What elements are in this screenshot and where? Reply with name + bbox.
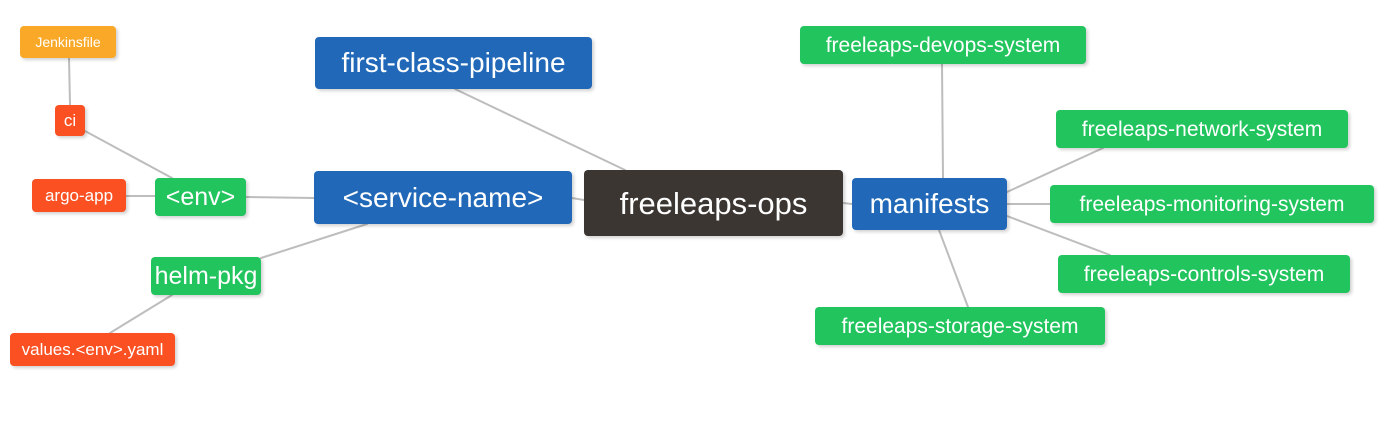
node-label-manifests: manifests xyxy=(869,188,990,219)
edge-helm-pkg-to-values-env-yaml xyxy=(109,294,173,334)
node-label-argo-app: argo-app xyxy=(44,186,114,205)
node-label-helm-pkg: helm-pkg xyxy=(154,261,258,290)
edge-service-name-to-freeleaps-ops xyxy=(571,197,585,201)
node-values-env-yaml[interactable]: values.<env>.yaml xyxy=(10,333,175,366)
node-manifests[interactable]: manifests xyxy=(852,178,1007,230)
node-freeleaps-monitoring-system[interactable]: freeleaps-monitoring-system xyxy=(1050,185,1374,223)
node-label-env: <env> xyxy=(165,182,236,211)
node-label-freeleaps-storage-system: freeleaps-storage-system xyxy=(841,314,1079,338)
edge-service-name-to-helm-pkg xyxy=(260,223,368,259)
node-label-ci: ci xyxy=(63,111,77,130)
node-ci[interactable]: ci xyxy=(55,105,85,136)
node-label-freeleaps-controls-system: freeleaps-controls-system xyxy=(1083,262,1325,286)
edge-env-to-service-name xyxy=(245,196,315,199)
node-freeleaps-network-system[interactable]: freeleaps-network-system xyxy=(1056,110,1348,148)
node-label-freeleaps-monitoring-system: freeleaps-monitoring-system xyxy=(1079,192,1345,216)
node-label-first-class-pipeline: first-class-pipeline xyxy=(341,47,566,78)
node-label-freeleaps-network-system: freeleaps-network-system xyxy=(1081,117,1323,141)
node-helm-pkg[interactable]: helm-pkg xyxy=(151,257,261,295)
edge-jenkinsfile-to-ci xyxy=(68,57,71,106)
edge-manifests-to-freeleaps-devops-system xyxy=(941,63,944,179)
node-label-service-name: <service-name> xyxy=(342,181,544,213)
node-argo-app[interactable]: argo-app xyxy=(32,179,126,212)
edge-first-class-pipeline-to-freeleaps-ops xyxy=(454,88,626,171)
node-freeleaps-ops[interactable]: freeleaps-ops xyxy=(584,170,843,236)
edge-ci-to-env xyxy=(84,130,173,179)
node-freeleaps-devops-system[interactable]: freeleaps-devops-system xyxy=(800,26,1086,64)
node-label-jenkinsfile: Jenkinsfile xyxy=(35,34,101,50)
edge-manifests-to-freeleaps-storage-system xyxy=(938,229,969,308)
node-freeleaps-storage-system[interactable]: freeleaps-storage-system xyxy=(815,307,1105,345)
node-label-values-env-yaml: values.<env>.yaml xyxy=(21,340,164,359)
node-first-class-pipeline[interactable]: first-class-pipeline xyxy=(315,37,592,89)
node-label-freeleaps-devops-system: freeleaps-devops-system xyxy=(825,33,1061,57)
node-env[interactable]: <env> xyxy=(155,178,246,216)
node-service-name[interactable]: <service-name> xyxy=(314,171,572,224)
node-jenkinsfile[interactable]: Jenkinsfile xyxy=(20,26,116,58)
node-freeleaps-controls-system[interactable]: freeleaps-controls-system xyxy=(1058,255,1350,293)
node-label-freeleaps-ops: freeleaps-ops xyxy=(619,185,808,221)
edge-freeleaps-ops-to-manifests xyxy=(842,202,853,205)
